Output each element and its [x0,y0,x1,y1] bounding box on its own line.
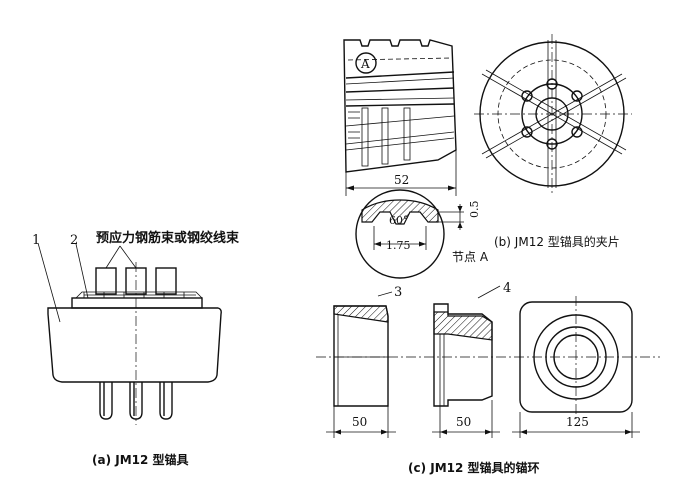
anchor-wedge-top [75,291,203,299]
part-number-4: 4 [503,281,511,296]
node-a-detail: 60° 0.5 1.75 节点 A [355,189,489,279]
caption-a: (a) JM12 型锚具 [92,452,189,467]
dim-1-75: 1.75 [386,239,411,252]
leader-2 [75,243,89,299]
dim-50-left: 50 [352,415,367,429]
cable-label: 预应力钢筋束或钢绞线束 [96,230,240,246]
dim-52: 52 [394,173,409,187]
leader-cable-a [105,245,121,269]
anchor-ring-end-view: 125 [512,296,640,438]
caption-c: (c) JM12 型锚具的锚环 [408,460,540,475]
anchor-top-plate [71,297,203,309]
anchor-ring-section-3: 3 50 [326,285,402,438]
leader-cable-b [119,245,137,269]
leader-1 [37,242,61,323]
ring-section-4-hatch [433,311,493,341]
dim-125: 125 [566,415,589,429]
tendon-bottom-1 [99,382,113,420]
dim-50-right: 50 [456,415,471,429]
dim-0-5: 0.5 [468,201,481,219]
tooth-profile [361,199,439,225]
anchor-ring-body [47,307,222,383]
ring-section-4-outline [433,303,493,407]
anchorage-assembly: 1 2 预应力钢筋束或钢绞线束 [32,230,240,425]
tendon-top-3 [155,267,177,295]
wedge-outline [343,39,457,173]
wedge-end-view [474,34,632,194]
part-number-3: 3 [394,285,402,300]
wedge-side-view: A 52 [343,39,457,196]
node-a-circle [355,189,445,279]
detail-a-letter: A [360,57,370,71]
part-number-1: 1 [32,233,40,248]
part-number-2: 2 [70,233,78,248]
tendon-top-1 [95,267,117,295]
tendon-bottom-3 [159,382,173,420]
node-a-label: 节点 A [452,250,489,264]
caption-b: (b) JM12 型锚具的夹片 [494,234,620,249]
ring-section-3-hatch [333,305,389,323]
wedge-slots [361,107,411,167]
detail-a-marker [355,52,377,74]
anchor-ring-section-4: 4 50 [432,281,511,438]
angle-label: 60° [389,214,409,227]
